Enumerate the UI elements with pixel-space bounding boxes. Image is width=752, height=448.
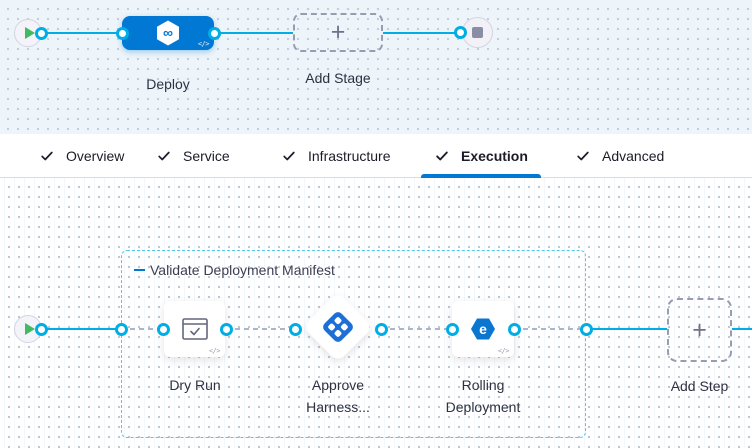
step-group-title: Validate Deployment Manifest (150, 262, 335, 278)
play-icon (24, 27, 35, 39)
check-icon (577, 151, 589, 161)
connector-port[interactable] (34, 26, 48, 40)
connector-line-dashed (514, 328, 586, 330)
connector-port[interactable] (114, 322, 128, 336)
stage-config-tabbar: Overview Service Infrastructure Executio… (0, 134, 752, 178)
step-group-validate-deployment-manifest[interactable]: Validate Deployment Manifest (121, 250, 586, 438)
yaml-code-icon: </> (208, 347, 221, 355)
step-label-rolling-deployment: Rolling Deployment (438, 374, 528, 418)
harness-deploy-icon: ∞ (157, 20, 179, 46)
connector-line (41, 328, 121, 330)
stage-label-deploy: Deploy (146, 76, 190, 92)
plus-icon: + (692, 315, 707, 344)
connector-port[interactable] (156, 322, 170, 336)
stop-icon (472, 27, 483, 38)
tab-execution[interactable]: Execution (435, 147, 528, 165)
tab-label: Execution (461, 148, 528, 164)
tab-overview[interactable]: Overview (40, 147, 124, 165)
check-icon (41, 151, 53, 161)
step-label-line: Harness... (306, 399, 370, 415)
connector-port[interactable] (453, 26, 467, 39)
step-label-line: Rolling (461, 377, 505, 393)
svg-text:∞: ∞ (163, 25, 173, 41)
connector-port[interactable] (374, 322, 388, 336)
plus-icon: + (330, 18, 346, 46)
tab-label: Advanced (602, 148, 665, 164)
check-icon (283, 151, 295, 161)
yaml-code-icon: </> (197, 40, 210, 48)
step-node-approve-harness[interactable] (302, 291, 374, 363)
connector-line (732, 328, 752, 330)
connector-port[interactable] (219, 322, 233, 336)
harness-approval-icon (323, 312, 353, 342)
connector-port[interactable] (445, 322, 459, 336)
stage-graph-canvas: ∞ </> + Deploy Add Stage (0, 0, 752, 134)
step-label-line: Approve (311, 377, 365, 393)
add-stage-node[interactable]: + (293, 13, 383, 52)
dry-run-icon (181, 318, 208, 340)
yaml-code-icon: </> (497, 347, 510, 355)
connector-line (214, 32, 293, 34)
rolling-deployment-icon: e (471, 318, 495, 340)
step-group-header: Validate Deployment Manifest (134, 262, 335, 278)
tab-service[interactable]: Service (157, 147, 230, 165)
check-icon (158, 151, 170, 161)
tab-label: Service (183, 148, 230, 164)
pipeline-end-node[interactable] (462, 17, 493, 48)
check-icon (436, 151, 448, 161)
active-tab-underline (421, 174, 541, 178)
connector-line-dashed (226, 328, 295, 330)
step-node-dry-run[interactable]: </> (164, 301, 225, 357)
connector-port[interactable] (288, 322, 302, 336)
tab-label: Infrastructure (308, 148, 391, 164)
connector-port[interactable] (34, 322, 48, 336)
connector-port[interactable] (115, 26, 129, 40)
step-label-approve: Approve Harness... (298, 374, 378, 418)
connector-line (383, 32, 460, 34)
svg-text:e: e (479, 321, 487, 337)
add-step-node[interactable]: + (667, 298, 732, 362)
connector-line (586, 328, 667, 330)
add-stage-label: Add Stage (305, 70, 371, 86)
add-step-label: Add Step (670, 378, 729, 394)
step-label-line: Dry Run (169, 377, 221, 393)
execution-graph-canvas: Validate Deployment Manifest </> (0, 178, 752, 448)
step-label-line: Deployment (445, 399, 521, 415)
connector-line-dashed (381, 328, 452, 330)
collapse-icon[interactable] (134, 269, 145, 271)
tab-advanced[interactable]: Advanced (576, 147, 664, 165)
connector-line-dashed (121, 328, 163, 330)
tab-label: Overview (66, 148, 125, 164)
connector-port[interactable] (207, 26, 221, 40)
connector-line (41, 32, 122, 34)
step-node-rolling-deployment[interactable]: e </> (452, 301, 514, 357)
step-label-dry-run: Dry Run (155, 374, 235, 396)
tab-infrastructure[interactable]: Infrastructure (282, 147, 390, 165)
stage-node-deploy[interactable]: ∞ </> (122, 16, 214, 50)
connector-port[interactable] (579, 322, 593, 336)
connector-port[interactable] (507, 322, 521, 336)
play-icon (24, 323, 35, 335)
